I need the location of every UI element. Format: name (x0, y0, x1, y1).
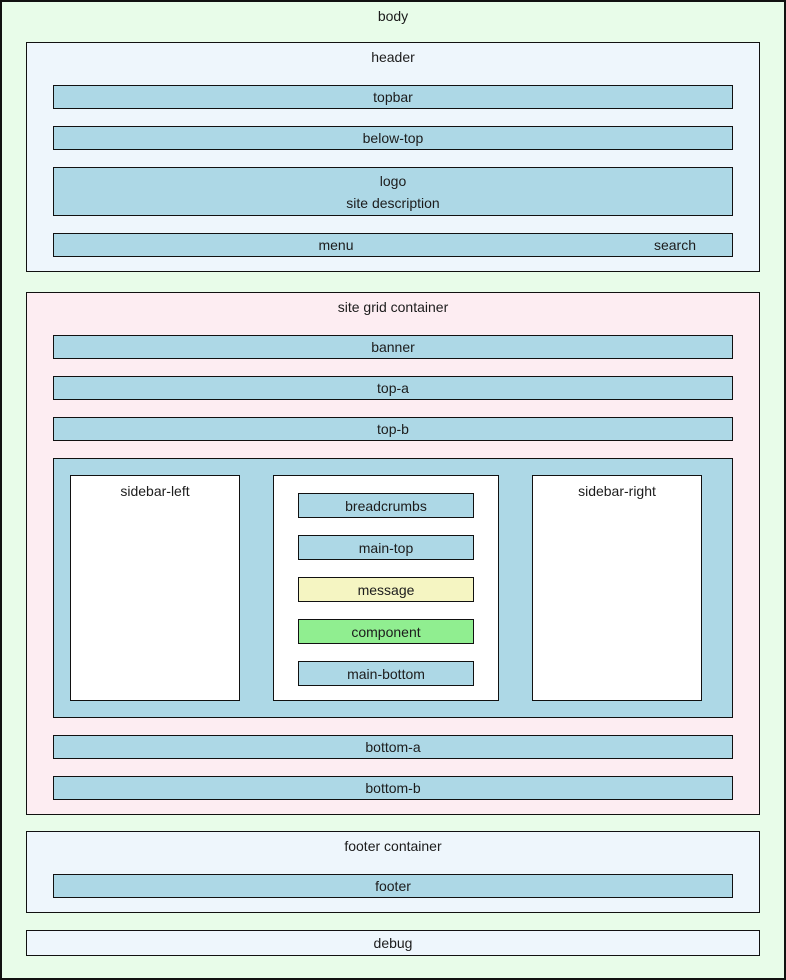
bottom-b-label: bottom-b (365, 780, 421, 796)
footer-container-panel: footer container footer (26, 831, 760, 913)
below-top-label: below-top (362, 130, 424, 146)
search-label: search (653, 237, 697, 253)
position-menu-search: menu search (53, 233, 733, 257)
position-banner: banner (53, 335, 733, 359)
body-label: body (377, 8, 409, 24)
main-top-label: main-top (358, 539, 414, 556)
main-column-box: breadcrumbs main-top message component m… (273, 475, 499, 701)
banner-label: banner (371, 339, 415, 355)
debug-label: debug (373, 935, 413, 951)
sidebar-right-label: sidebar-right (578, 483, 656, 499)
site-grid-panel: site grid container banner top-a top-b s… (26, 292, 760, 815)
position-main-bottom: main-bottom (298, 661, 474, 686)
top-b-label: top-b (377, 421, 409, 437)
sidebar-right-box: sidebar-right (532, 475, 702, 701)
position-logo: logo site description (53, 167, 733, 216)
top-a-label: top-a (377, 380, 409, 396)
position-component: component (298, 619, 474, 644)
position-top-a: top-a (53, 376, 733, 400)
position-below-top: below-top (53, 126, 733, 150)
bottom-a-label: bottom-a (365, 739, 421, 755)
logo-label: logo (379, 172, 407, 189)
debug-panel: debug (26, 930, 760, 956)
position-footer: footer (53, 874, 733, 898)
position-topbar: topbar (53, 85, 733, 109)
main-bottom-label: main-bottom (347, 665, 425, 682)
position-message: message (298, 577, 474, 602)
sidebar-left-box: sidebar-left (70, 475, 240, 701)
position-breadcrumbs: breadcrumbs (298, 493, 474, 518)
footer-label: footer (375, 878, 411, 894)
menu-label: menu (318, 237, 354, 253)
message-label: message (357, 581, 415, 598)
header-panel: header topbar below-top logo site descri… (26, 42, 760, 272)
header-label: header (371, 49, 415, 65)
component-label: component (351, 623, 421, 640)
position-main-top: main-top (298, 535, 474, 560)
position-bottom-a: bottom-a (53, 735, 733, 759)
position-bottom-b: bottom-b (53, 776, 733, 800)
position-top-b: top-b (53, 417, 733, 441)
sidebar-left-label: sidebar-left (120, 483, 190, 499)
columns-container: sidebar-left breadcrumbs main-top messag… (53, 458, 733, 718)
site-grid-label: site grid container (337, 299, 449, 315)
topbar-label: topbar (373, 89, 413, 105)
breadcrumbs-label: breadcrumbs (345, 497, 427, 514)
site-description-label: site description (346, 194, 440, 211)
footer-container-label: footer container (344, 838, 442, 854)
